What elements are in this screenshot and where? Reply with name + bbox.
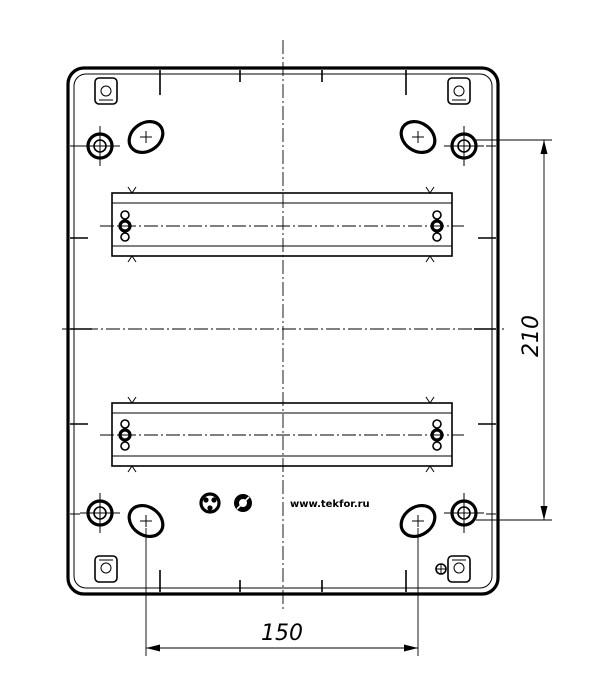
dimension-height [476, 139, 552, 521]
mounting-hole-icon-top-left [80, 126, 120, 166]
brand-url: www.tekfor.ru [290, 499, 370, 510]
mounting-hole-icon-bottom-right [444, 493, 484, 533]
dimension-height-label: 210 [519, 315, 544, 357]
ground-symbol-icon [435, 563, 447, 575]
brand-logo-icon [234, 494, 252, 512]
din-rail-lower [100, 396, 464, 473]
screw-icon-lower-right [430, 419, 444, 451]
slot-hole-icon-bottom-right [399, 503, 437, 539]
slot-hole-icon-top-left [127, 119, 165, 155]
din-rail-upper [100, 186, 464, 263]
dimension-width-label: 150 [261, 621, 303, 646]
slot-hole-icon-top-right [399, 119, 437, 155]
slot-hole-icon-bottom-left [127, 503, 165, 539]
terminal-symbol-icon [199, 492, 221, 514]
mounting-hole-icon-bottom-left [80, 493, 120, 533]
mounting-hole-icon-top-right [444, 126, 484, 166]
clip-icon-bottom-right [447, 555, 471, 583]
edge-ticks [70, 70, 496, 592]
screw-icon-upper-left [118, 210, 132, 242]
clip-icon-top-left [94, 77, 118, 105]
clip-icon-bottom-left [94, 555, 118, 583]
screw-icon-lower-left [118, 419, 132, 451]
screw-icon-upper-right [430, 210, 444, 242]
center-lines [62, 40, 504, 612]
dimension-width [145, 528, 419, 656]
clip-icon-top-right [447, 77, 471, 105]
